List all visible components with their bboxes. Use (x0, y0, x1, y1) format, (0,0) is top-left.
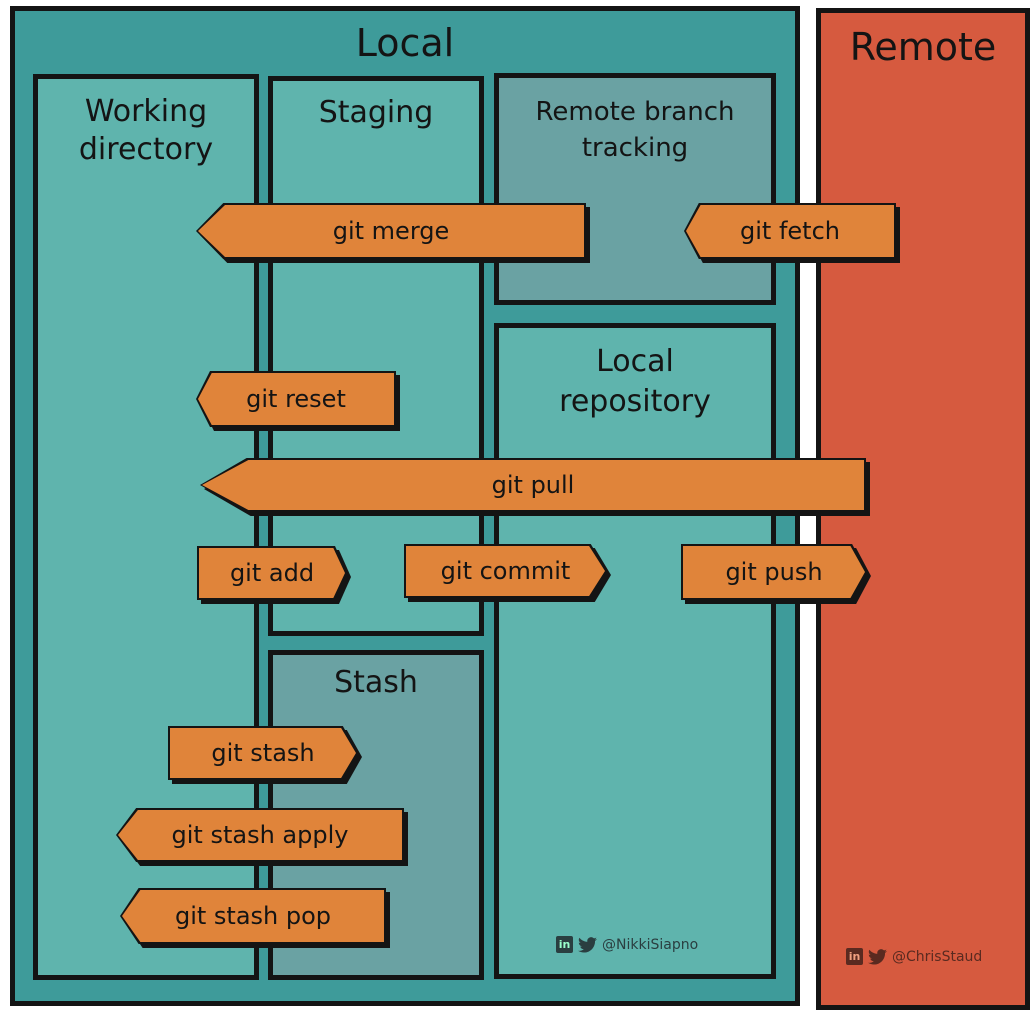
stash-label: Stash (334, 665, 418, 700)
linkedin-icon: in (846, 948, 863, 965)
local-repository-area: Local repository (494, 323, 776, 979)
git-commit-arrow: git commit (404, 544, 607, 598)
twitter-icon (578, 936, 597, 953)
git-stash-pop-label: git stash pop (174, 902, 332, 930)
credit-left-handle: @NikkiSiapno (602, 936, 699, 953)
local-title: Local (355, 21, 455, 65)
staging-area: Staging (268, 76, 484, 636)
local-repository-label: Local repository (559, 344, 711, 419)
working-directory-label: Working directory (78, 94, 214, 167)
credit-left: in @NikkiSiapno (556, 936, 698, 953)
git-stash-arrow: git stash (168, 726, 358, 780)
git-stash-apply-label: git stash apply (171, 821, 349, 849)
git-pull-label: git pull (491, 471, 575, 499)
git-reset-label: git reset (246, 385, 346, 413)
git-push-label: git push (725, 558, 823, 586)
git-merge-label: git merge (332, 217, 450, 245)
git-add-arrow: git add (197, 546, 347, 600)
git-stash-apply-arrow: git stash apply (116, 808, 404, 862)
git-commit-label: git commit (440, 557, 571, 585)
git-add-label: git add (229, 559, 315, 587)
credit-right: in @ChrisStaud (846, 948, 982, 965)
remote-branch-tracking-area: Remote branch tracking (494, 73, 776, 305)
git-fetch-arrow: git fetch (684, 203, 896, 259)
remote-branch-tracking-label: Remote branch tracking (535, 97, 735, 163)
staging-label: Staging (318, 95, 434, 130)
git-stash-label: git stash (211, 739, 315, 767)
git-push-arrow: git push (681, 544, 867, 600)
git-merge-arrow: git merge (196, 203, 586, 259)
git-fetch-label: git fetch (740, 217, 840, 245)
twitter-icon (868, 948, 887, 965)
linkedin-icon: in (556, 936, 573, 953)
git-pull-arrow: git pull (200, 458, 866, 512)
git-reset-arrow: git reset (196, 371, 396, 427)
git-stash-pop-arrow: git stash pop (120, 888, 386, 944)
remote-title: Remote (849, 25, 997, 69)
credit-right-handle: @ChrisStaud (892, 948, 983, 965)
